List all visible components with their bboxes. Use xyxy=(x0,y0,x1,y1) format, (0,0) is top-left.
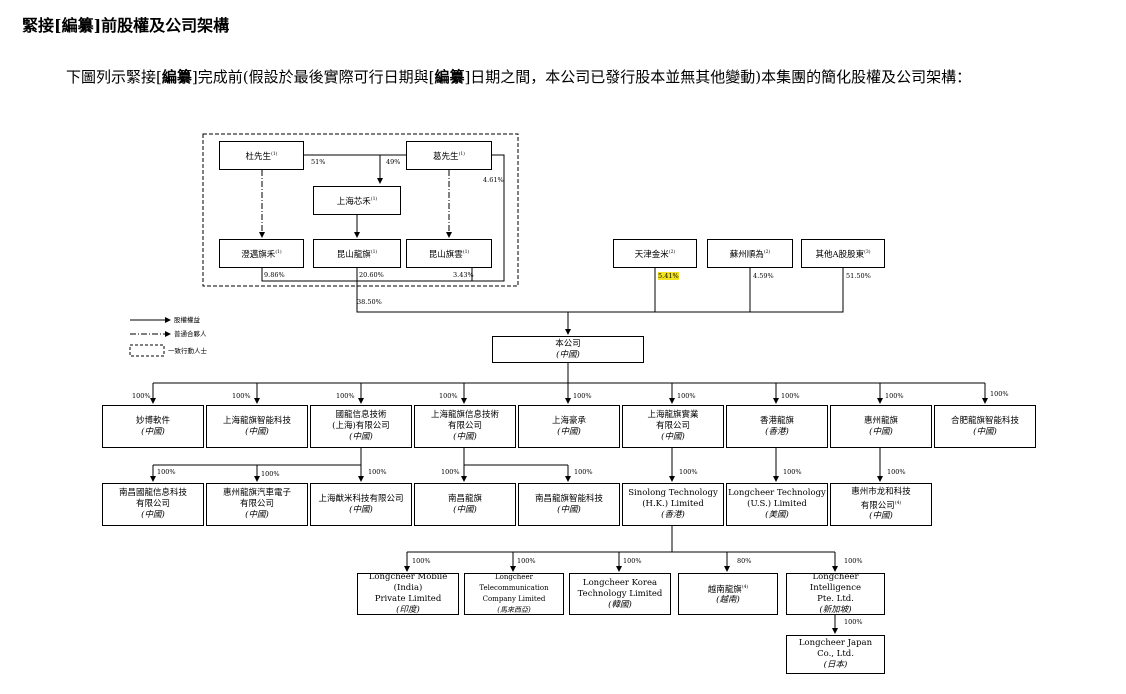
pct-other: 51.50% xyxy=(846,272,871,280)
pct-tjjm: 5.41% xyxy=(658,272,679,280)
pct-kslq: 20.60% xyxy=(359,271,384,279)
pct-row1: 100% xyxy=(232,392,251,400)
pct-glxx-sub: 100% xyxy=(157,468,176,476)
pct-sinolong-sub: 100% xyxy=(412,557,431,565)
node-huizhou-longhe: 惠州市龙和科技有限公司(4)(中國) xyxy=(830,483,932,526)
pct-glxx-sub: 100% xyxy=(261,470,280,478)
pct-shlqsy-sub: 100% xyxy=(679,468,698,476)
node-nanchang-longqi: 南昌龍旗(中國) xyxy=(414,483,516,526)
pct-ksqy: 3.43% xyxy=(453,271,474,279)
pct-row1: 100% xyxy=(336,392,355,400)
pct-shlqxx-sub: 100% xyxy=(441,468,460,476)
node-company: 本公司(中國) xyxy=(492,336,644,363)
node-hong-kong-longqi: 香港龍旗(香港) xyxy=(726,405,828,448)
node-shanghai-longqi-info-tech: 上海龍旗信息技術有限公司(中國) xyxy=(414,405,516,448)
pct-glxx-sub: 100% xyxy=(368,468,387,476)
pct-group-total: 38.50% xyxy=(357,298,382,306)
pct-row1: 100% xyxy=(132,392,151,400)
node-huizhou-longqi: 惠州龍旗(中國) xyxy=(830,405,932,448)
pct-row1: 100% xyxy=(677,392,696,400)
legend-equity: 股權權益 xyxy=(174,316,200,324)
node-shanghai-youmi: 上海猷米科技有限公司(中國) xyxy=(310,483,412,526)
node-shanghai-longqi-industrial: 上海龍旗實業有限公司(中國) xyxy=(622,405,724,448)
node-ge: 葛先生(1) xyxy=(406,141,492,170)
legend-concert: 一致行動人士 xyxy=(168,347,207,355)
node-hefei-longqi-intelligent: 合肥龍旗智能科技(中國) xyxy=(934,405,1036,448)
node-guolong-info-tech: 國龍信息技術(上海)有限公司(中國) xyxy=(310,405,412,448)
pct-ge-shxh: 49% xyxy=(386,158,401,166)
pct-hklq-sub: 100% xyxy=(783,468,802,476)
node-sinolong-hk: Sinolong Technology(H.K.) Limited(香港) xyxy=(622,483,724,526)
pct-sinolong-sub: 100% xyxy=(844,557,863,565)
node-longcheer-us: Longcheer Technology(U.S.) Limited(美國) xyxy=(726,483,828,526)
node-du: 杜先生(1) xyxy=(219,141,304,170)
node-shanghai-haocheng: 上海豪承(中國) xyxy=(518,405,620,448)
pct-sinolong-sub: 100% xyxy=(517,557,536,565)
pct-lcsg-sub: 100% xyxy=(844,618,863,626)
pct-shlqxx-sub: 100% xyxy=(574,468,593,476)
node-shanghai-longqi-intelligent: 上海龍旗智能科技(中國) xyxy=(206,405,308,448)
pct-row1: 100% xyxy=(990,390,1009,398)
node-nanchang-guolong: 南昌國龍信息科技有限公司(中國) xyxy=(102,483,204,526)
node-kunshan-longqi: 昆山龍旗(1) xyxy=(313,239,401,268)
node-huizhou-longqi-auto: 惠州龍旗汽車電子有限公司(中國) xyxy=(206,483,308,526)
node-vietnam-longqi: 越南龍旗(4)(越南) xyxy=(678,573,778,615)
pct-ge-company: 4.61% xyxy=(483,176,504,184)
legend-partner: 普通合夥人 xyxy=(174,330,207,338)
node-longcheer-india: Longcheer Mobile (India)Private Limited(… xyxy=(357,573,459,615)
pct-du-shxh: 51% xyxy=(311,158,326,166)
page-title: 緊接[編纂]前股權及公司架構 xyxy=(22,16,230,35)
node-miaobo-software: 妙博軟件(中國) xyxy=(102,405,204,448)
intro-paragraph: 下圖列示緊接[編纂]完成前(假設於最後實際可行日期與[編纂]日期之間，本公司已發… xyxy=(66,68,972,86)
pct-row1: 100% xyxy=(781,392,800,400)
node-suzhou-shunwei: 蘇州順為(2) xyxy=(707,239,793,268)
pct-hzlq-sub: 100% xyxy=(887,468,906,476)
concert-party-box xyxy=(202,133,519,287)
pct-szsw: 4.59% xyxy=(753,272,774,280)
pct-row1: 100% xyxy=(439,392,458,400)
pct-cmqh: 9.86% xyxy=(264,271,285,279)
node-kunshan-qiyun: 昆山旗雲(1) xyxy=(406,239,492,268)
pct-sinolong-sub: 100% xyxy=(623,557,642,565)
node-chengmai-qihe: 澄邁旗禾(1) xyxy=(219,239,304,268)
node-tianjin-jinmi: 天津金米(2) xyxy=(613,239,697,268)
pct-row1: 100% xyxy=(885,392,904,400)
node-nanchang-longqi-intelligent: 南昌龍旗智能科技(中國) xyxy=(518,483,620,526)
pct-sinolong-sub: 80% xyxy=(737,557,752,565)
pct-row1: 100% xyxy=(573,392,592,400)
node-other-a-shareholders: 其他A股股東(3) xyxy=(801,239,885,268)
node-shanghai-xinhe: 上海芯禾(1) xyxy=(313,186,401,215)
